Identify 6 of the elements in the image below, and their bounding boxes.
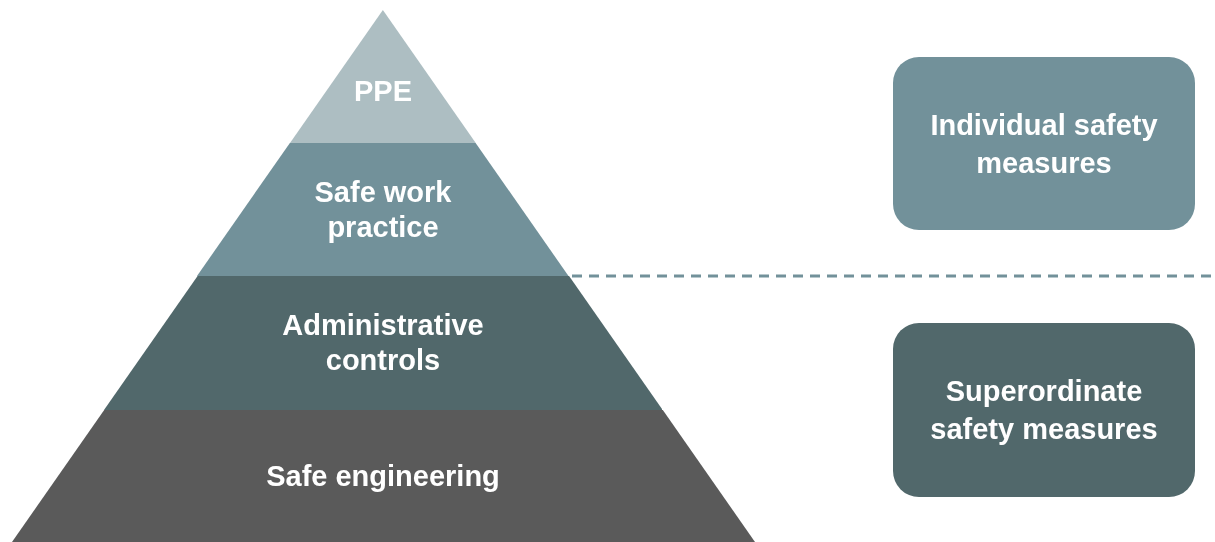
tier-label: PPE <box>353 74 413 109</box>
tier-label: Safe engineering <box>265 458 501 494</box>
category-label: Superordinate safety measures <box>929 374 1159 447</box>
category-label: Individual safety measures <box>929 107 1159 181</box>
tier-label: Administrative controls <box>281 308 485 378</box>
tier-label: Safe work practice <box>313 174 453 245</box>
